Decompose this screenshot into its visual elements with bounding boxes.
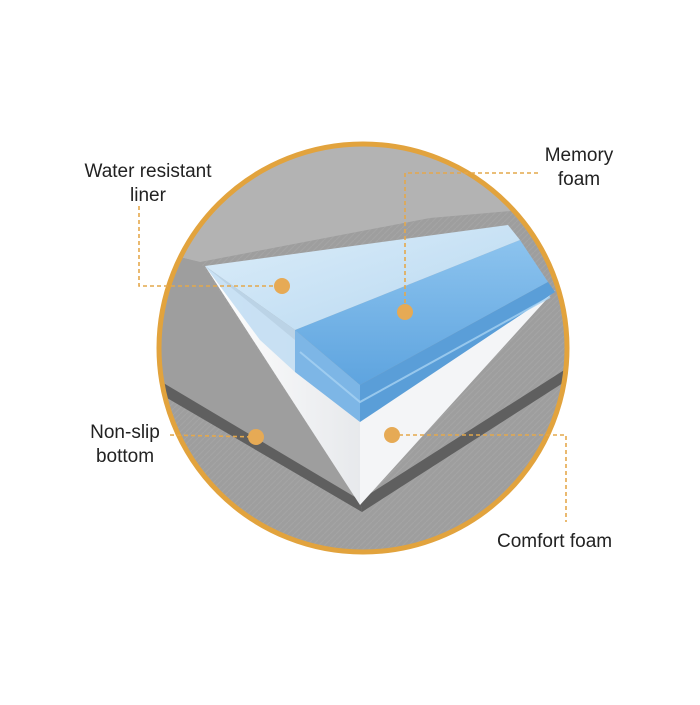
callout-water-resistant-liner-line1: Water resistant	[84, 161, 212, 182]
leader-non-slip-bottom	[169, 434, 257, 438]
leader-memory-foam	[404, 172, 538, 312]
water-resistant-liner-layer	[205, 225, 520, 330]
marker-water-resistant-liner	[274, 278, 290, 294]
callout-comfort-foam-line1: Comfort foam	[497, 531, 613, 552]
marker-non-slip-bottom	[248, 429, 264, 445]
callout-water-resistant-liner: Water resistant liner	[78, 160, 218, 208]
leader-comfort-foam	[392, 434, 567, 522]
cover-left-wall	[159, 250, 360, 505]
mattress-cutaway	[159, 144, 567, 552]
memory-foam-edge-highlight	[299, 296, 551, 404]
callout-leaders	[138, 172, 567, 522]
marker-comfort-foam	[384, 427, 400, 443]
memory-foam-top	[295, 240, 548, 385]
memory-foam-front	[360, 282, 555, 422]
leader-water-resistant-liner	[138, 206, 282, 287]
comfort-foam-left-face	[205, 266, 360, 505]
callout-water-resistant-liner-line2: liner	[130, 185, 166, 206]
non-slip-bottom-edge-right	[360, 360, 567, 512]
callout-non-slip-bottom-line1: Non-slip	[90, 422, 160, 443]
callout-markers	[248, 278, 413, 445]
callout-memory-foam: Memory foam	[538, 144, 620, 192]
callout-non-slip-bottom-line2: bottom	[95, 446, 155, 467]
marker-memory-foam	[397, 304, 413, 320]
callout-comfort-foam: Comfort foam	[497, 530, 637, 554]
magnifier-ring	[156, 141, 570, 555]
comfort-foam-front-face	[360, 290, 555, 505]
callout-non-slip-bottom: Non-slip bottom	[80, 421, 170, 469]
callout-memory-foam-line1: Memory	[544, 145, 614, 166]
liner-side	[205, 266, 295, 372]
callout-memory-foam-line2: foam	[557, 169, 601, 190]
